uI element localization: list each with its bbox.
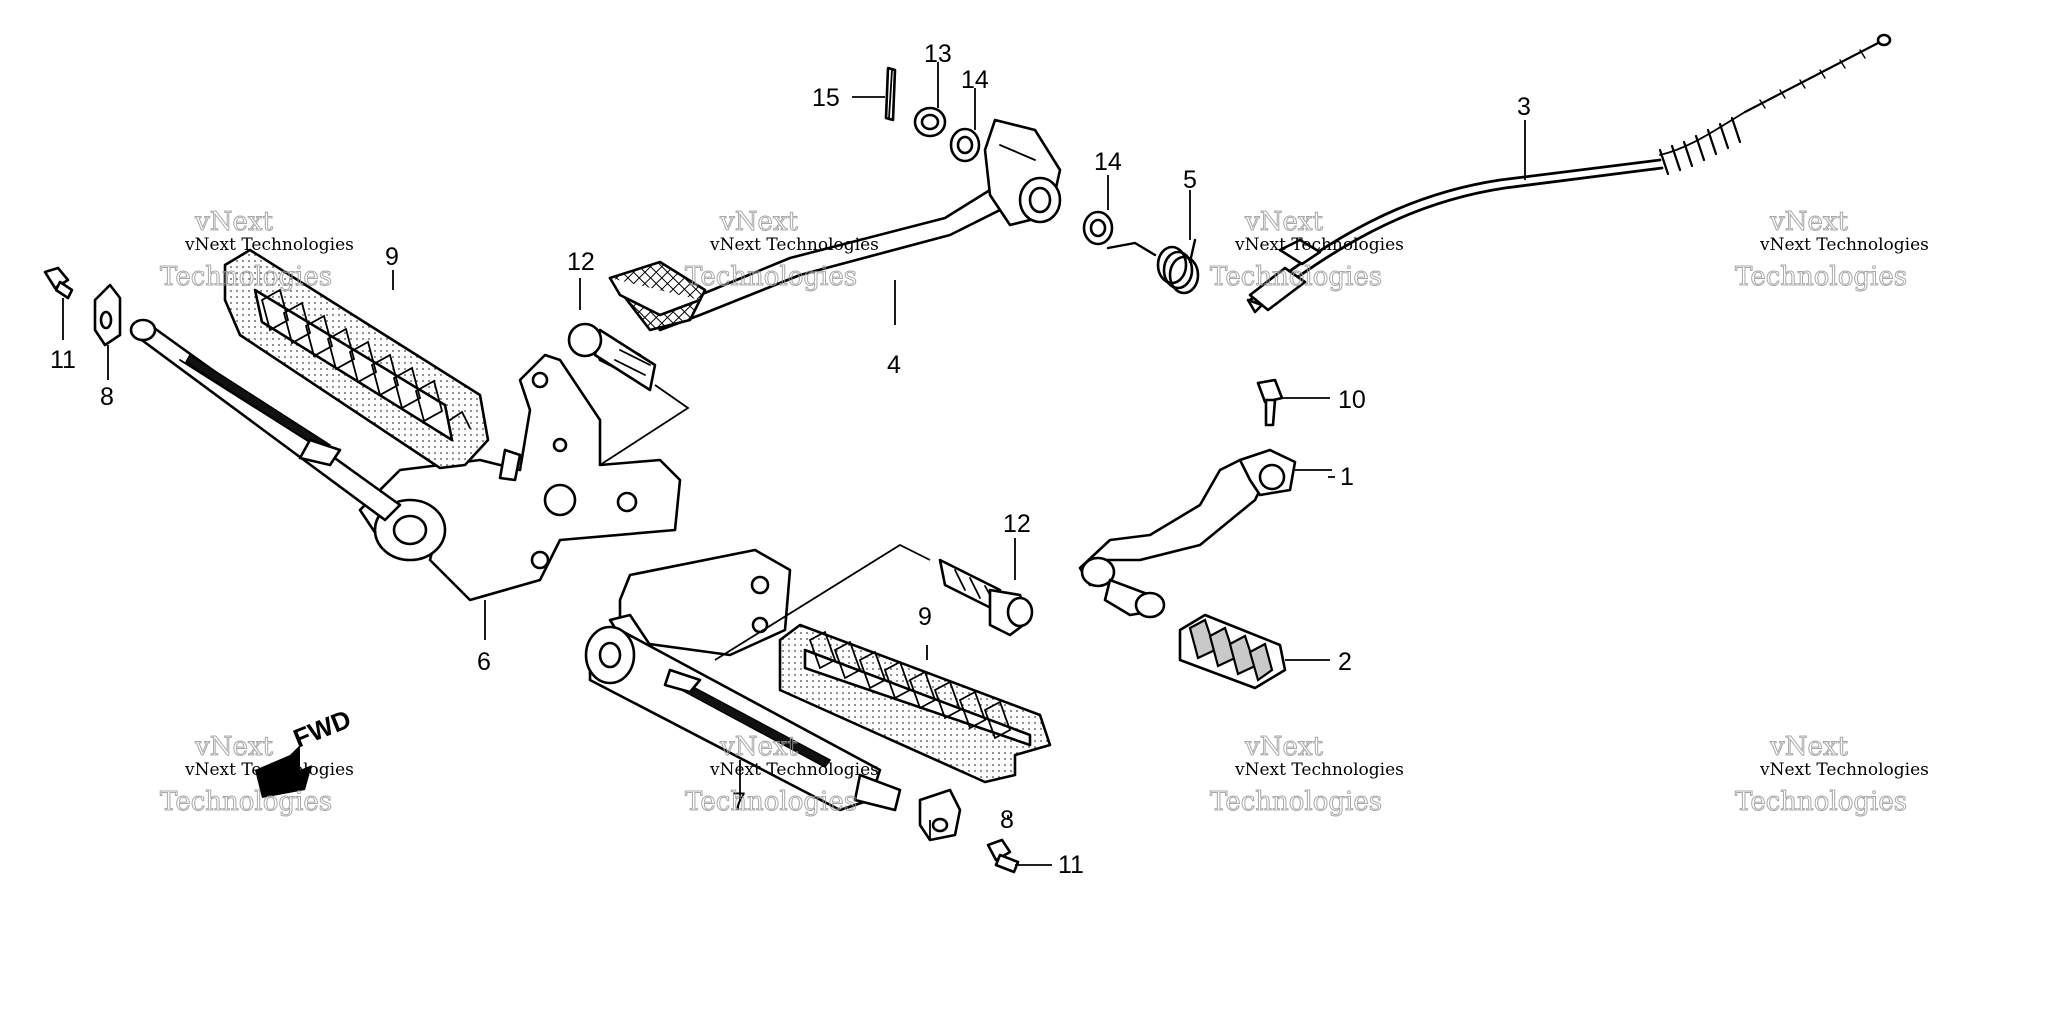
right-screw <box>986 838 1020 874</box>
left-step-bracket <box>358 353 682 602</box>
svg-text:Technologies: Technologies <box>160 787 332 817</box>
callout-9-left: 9 <box>385 243 399 271</box>
watermark-1: vNext vNext Technologies Technologies <box>160 207 354 293</box>
callout-8-left: 8 <box>100 383 114 411</box>
watermark-3: vNext vNext Technologies Technologies <box>1210 207 1404 293</box>
svg-text:vNext Technologies: vNext Technologies <box>1234 235 1404 255</box>
shift-rubber <box>1178 613 1287 690</box>
svg-text:vNext: vNext <box>1769 207 1848 237</box>
brake-cable <box>1246 33 1892 314</box>
callout-14-lower: 14 <box>1094 148 1122 176</box>
svg-text:Technologies: Technologies <box>685 787 857 817</box>
watermark-6: vNext vNext Technologies Technologies <box>685 732 879 818</box>
washer-14-upper <box>949 127 981 163</box>
callout-4: 4 <box>887 351 901 379</box>
callout-12-lower: 12 <box>1003 510 1031 538</box>
svg-text:vNext: vNext <box>194 207 273 237</box>
svg-text:vNext Technologies: vNext Technologies <box>1234 760 1404 780</box>
svg-text:vNext: vNext <box>1244 207 1323 237</box>
svg-text:vNext Technologies: vNext Technologies <box>709 760 879 780</box>
callout-15: 15 <box>812 84 840 112</box>
watermark-2: vNext vNext Technologies Technologies <box>685 207 879 293</box>
callout-3: 3 <box>1517 93 1531 121</box>
washer-13 <box>913 106 947 138</box>
svg-text:vNext Technologies: vNext Technologies <box>184 235 354 255</box>
right-bracket-ref-line <box>714 543 931 661</box>
cotter-pin <box>884 66 897 122</box>
upper-bolt-ref-line <box>599 384 690 466</box>
callouts: 1 2 3 4 5 6 7 8 8 9 9 10 11 11 12 12 13 … <box>50 40 1531 879</box>
left-plate <box>93 283 122 347</box>
watermark-4: vNext vNext Technologies Technologies <box>1735 207 1929 293</box>
callout-8-right: 8 <box>1000 806 1014 834</box>
svg-text:Technologies: Technologies <box>1210 787 1382 817</box>
lower-bolt <box>938 558 1034 637</box>
watermark-8: vNext vNext Technologies Technologies <box>1735 732 1929 818</box>
right-footrest-rubber <box>778 623 1052 784</box>
left-screw <box>43 266 74 300</box>
callout-5: 5 <box>1183 166 1197 194</box>
right-peg-shaft <box>584 625 902 812</box>
svg-text:Technologies: Technologies <box>685 262 857 292</box>
return-spring <box>1106 238 1200 295</box>
svg-text:vNext: vNext <box>1769 732 1848 762</box>
left-peg-shaft <box>129 318 402 522</box>
callout-12-upper: 12 <box>567 248 595 276</box>
svg-text:vNext Technologies: vNext Technologies <box>1759 760 1929 780</box>
callout-10: 10 <box>1338 386 1366 414</box>
watermark-5: vNext vNext Technologies Technologies <box>160 732 354 818</box>
svg-text:vNext Technologies: vNext Technologies <box>184 760 354 780</box>
callout-11-left: 11 <box>50 346 76 374</box>
callout-9-right: 9 <box>918 603 932 631</box>
svg-text:vNext: vNext <box>1244 732 1323 762</box>
callout-2: 2 <box>1338 648 1352 676</box>
callout-11-right: 11 <box>1058 851 1084 879</box>
callout-14-upper: 14 <box>961 66 989 94</box>
right-plate <box>918 788 962 842</box>
callout-1: 1 <box>1340 463 1354 491</box>
svg-text:vNext Technologies: vNext Technologies <box>1759 235 1929 255</box>
callout-13: 13 <box>924 40 952 68</box>
leader-lines <box>62 62 1526 866</box>
svg-text:vNext: vNext <box>194 732 273 762</box>
svg-text:vNext: vNext <box>719 207 798 237</box>
brake-pedal <box>608 118 1062 332</box>
upper-bolt <box>567 322 657 392</box>
left-footrest-rubber <box>223 248 490 470</box>
svg-text:vNext Technologies: vNext Technologies <box>709 235 879 255</box>
gear-shift-lever <box>1078 448 1297 619</box>
callout-6: 6 <box>477 648 491 676</box>
svg-text:Technologies: Technologies <box>160 262 332 292</box>
fwd-label: FWD <box>289 704 355 754</box>
svg-text:Technologies: Technologies <box>1210 262 1382 292</box>
callout-7: 7 <box>732 788 746 816</box>
pedal-bolt <box>1256 378 1284 427</box>
watermark-7: vNext vNext Technologies Technologies <box>1210 732 1404 818</box>
washer-14-lower <box>1082 210 1114 246</box>
svg-text:Technologies: Technologies <box>1735 262 1907 292</box>
svg-text:vNext: vNext <box>719 732 798 762</box>
svg-text:Technologies: Technologies <box>1735 787 1907 817</box>
watermarks: vNext vNext Technologies Technologies vN… <box>160 207 1929 818</box>
